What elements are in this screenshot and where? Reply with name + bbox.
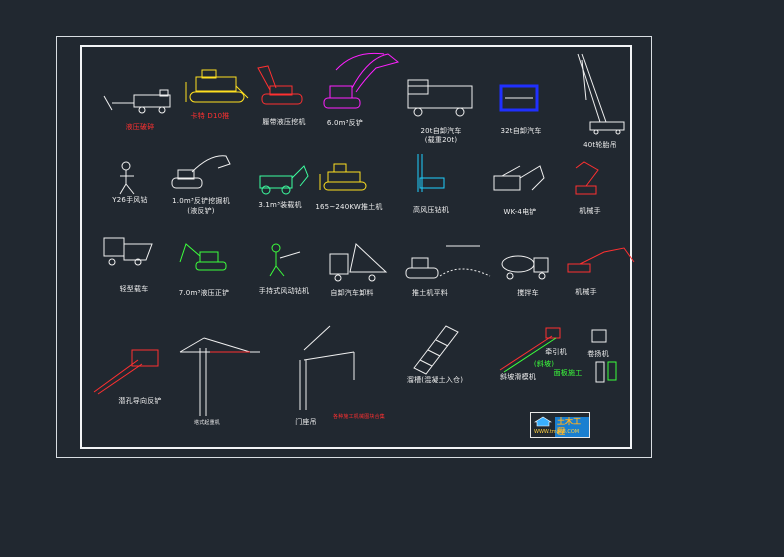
label-slope: (斜坡) bbox=[533, 360, 555, 368]
dump-truck-unloading-drawing bbox=[329, 243, 388, 282]
hand-drill-y26-drawing bbox=[119, 161, 135, 195]
label-backhoe-1m3-type: (液反铲) bbox=[187, 207, 215, 215]
dump-truck-32t-drawing bbox=[499, 84, 539, 112]
manipulator-arm-drawing bbox=[575, 161, 599, 195]
label-bulldozer-spreading: 推土机平料 bbox=[412, 289, 448, 297]
drawing-sheet-border bbox=[56, 36, 652, 458]
label-collection-title: 各种施工机械图块合集 bbox=[332, 414, 386, 420]
label-dump-truck-20t: 20t自卸汽车 bbox=[420, 127, 462, 135]
label-backhoe-1m3: 1.0m³反铲挖掘机 bbox=[172, 197, 230, 205]
label-manipulator-arm-2: 机械手 bbox=[575, 288, 597, 296]
label-bulldozer-165kw: 165~240KW推土机 bbox=[315, 203, 383, 211]
tire-crane-40t-drawing bbox=[577, 53, 625, 135]
drawing-frame bbox=[80, 45, 632, 449]
loader-3m3-drawing bbox=[259, 165, 309, 195]
label-breaker: 液压破碎 bbox=[125, 123, 155, 131]
mixer-truck-drawing bbox=[501, 255, 549, 280]
bulldozer-d10-drawing bbox=[185, 69, 249, 103]
portal-crane-drawing bbox=[299, 325, 355, 410]
label-tower-crane: 塔式起重机 bbox=[193, 420, 221, 426]
label-mixer-truck: 搅拌车 bbox=[517, 289, 539, 297]
label-slope-slipform: 斜坡滑模机 bbox=[500, 373, 536, 381]
label-backhoe-6m3: 6.0m³反铲 bbox=[326, 119, 364, 127]
pneumatic-hand-drill-drawing bbox=[269, 243, 301, 277]
bulldozer-spreading-drawing bbox=[405, 245, 491, 279]
label-winch: 卷扬机 bbox=[587, 350, 609, 358]
label-dump-truck-32t: 32t自卸汽车 bbox=[500, 127, 542, 135]
winch-drawing bbox=[591, 329, 617, 383]
label-panel-construction: 面板施工 bbox=[553, 369, 583, 377]
stamp-name: 土木工程 bbox=[555, 417, 589, 437]
manipulator-arm-2-drawing bbox=[567, 247, 635, 273]
house-logo-icon bbox=[534, 416, 552, 427]
label-light-truck: 轻型载车 bbox=[119, 285, 149, 293]
label-pneumatic-hand-drill: 手持式风动钻机 bbox=[258, 287, 310, 295]
chute-drawing bbox=[413, 325, 459, 375]
backhoe-1m3-drawing bbox=[171, 155, 231, 189]
label-hand-drill-y26: Y26手风钻 bbox=[112, 196, 148, 204]
label-hydraulic-excavator: 履带液压挖机 bbox=[262, 118, 306, 126]
label-hydraulic-shovel-7m3: 7.0m³液压正铲 bbox=[178, 289, 230, 297]
label-dump-truck-unloading: 自卸汽车卸料 bbox=[330, 289, 374, 297]
bulldozer-165kw-drawing bbox=[319, 163, 367, 191]
label-dump-truck-20t-load: (载重20t) bbox=[424, 136, 458, 144]
label-manipulator-arm: 机械手 bbox=[579, 207, 601, 215]
slope-slipform-drawing bbox=[499, 327, 561, 373]
label-tire-crane-40t: 40t轮胎吊 bbox=[583, 141, 617, 149]
hydraulic-shovel-7m3-drawing bbox=[179, 243, 227, 271]
high-pressure-drill-drawing bbox=[417, 154, 445, 192]
stamp-url: WWW.tmgc8.COM bbox=[534, 429, 580, 435]
guided-backhoe-drawing bbox=[93, 349, 159, 395]
label-chute: 溜槽(混凝土入仓) bbox=[406, 376, 464, 384]
label-bulldozer-d10: 卡特 D10推 bbox=[190, 112, 230, 120]
dump-truck-20t-drawing bbox=[407, 79, 473, 117]
light-truck-drawing bbox=[103, 237, 153, 266]
backhoe-6m3-drawing bbox=[323, 52, 400, 109]
label-loader-3m3: 3.1m³装载机 bbox=[258, 201, 302, 209]
tower-crane-drawing bbox=[179, 337, 260, 416]
breaker-excavator-drawing bbox=[103, 89, 171, 114]
label-guided-backhoe: 潜孔导向反铲 bbox=[118, 397, 162, 405]
label-electric-shovel-wk4: WK-4电铲 bbox=[503, 208, 537, 216]
label-traction-machine: 牵引机 bbox=[545, 348, 567, 356]
label-high-pressure-drill: 高风压钻机 bbox=[413, 206, 449, 214]
watermark-stamp: 土木工程 WWW.tmgc8.COM bbox=[530, 412, 590, 438]
electric-shovel-wk4-drawing bbox=[493, 165, 545, 191]
hydraulic-excavator-drawing bbox=[257, 65, 303, 105]
label-portal-crane: 门座吊 bbox=[295, 418, 317, 426]
